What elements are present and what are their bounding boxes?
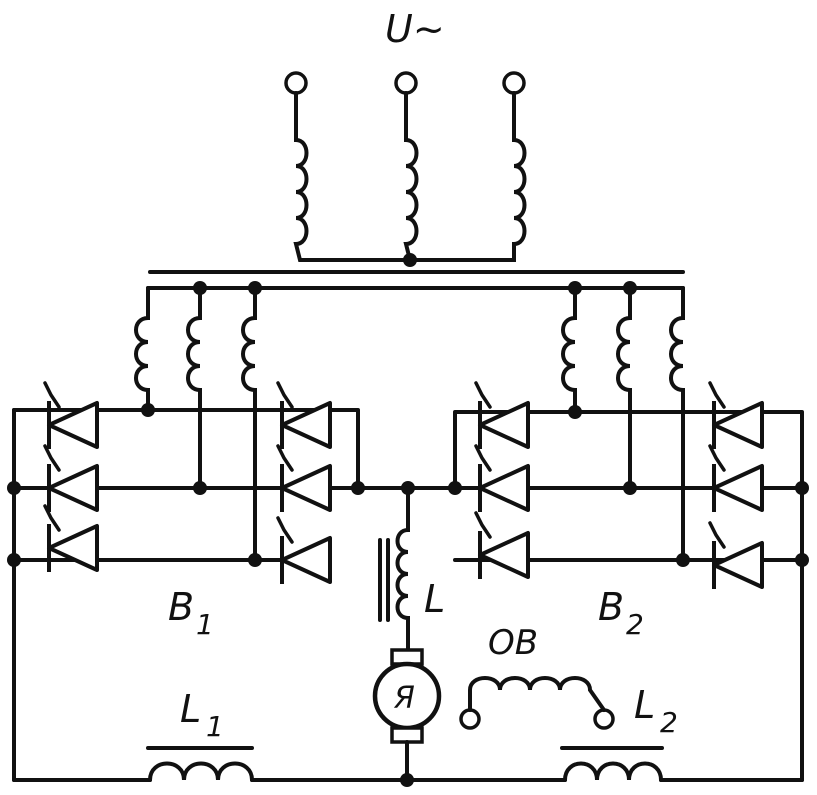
smoothing-inductor xyxy=(395,486,410,652)
motor-armature xyxy=(372,648,442,780)
bridge-b2 xyxy=(448,381,809,782)
smoothing-inductor-label: L xyxy=(424,577,445,621)
field-winding-label: OB xyxy=(488,623,538,663)
thyristor-b1-5 xyxy=(276,444,332,514)
secondary-windings-left xyxy=(134,286,257,412)
thyristor-b2-1 xyxy=(474,381,530,451)
thyristor-b2-4 xyxy=(708,381,764,451)
thyristor-b1-6 xyxy=(276,516,332,586)
terminal-c xyxy=(502,71,526,95)
bridge-b1-subscript: 1 xyxy=(196,608,214,641)
bridge-b2-subscript: 2 xyxy=(626,608,644,641)
thyristor-b1-2 xyxy=(43,444,99,514)
primary-windings xyxy=(284,71,527,267)
secondary-windings-right xyxy=(561,286,685,414)
field-winding xyxy=(459,676,615,730)
choke-l1 xyxy=(148,761,254,782)
choke-l2-label: L xyxy=(634,683,655,727)
thyristor-b2-3 xyxy=(474,511,530,581)
armature-label: Я xyxy=(393,681,415,716)
bridge-b1 xyxy=(7,381,457,782)
choke-l2 xyxy=(563,761,663,782)
choke-l1-subscript: 1 xyxy=(206,710,224,743)
supply-label: U~ xyxy=(385,7,445,51)
choke-l1-label: L xyxy=(180,687,201,731)
thyristor-b1-3 xyxy=(43,504,99,574)
star-point xyxy=(403,253,417,267)
thyristor-b2-5 xyxy=(708,444,764,514)
thyristor-b2-6 xyxy=(708,521,764,591)
choke-l2-subscript: 2 xyxy=(660,706,678,739)
bridge-b2-label: B xyxy=(598,585,624,629)
bridge-b1-label: B xyxy=(168,585,194,629)
thyristor-b1-1 xyxy=(43,381,99,451)
terminal-b xyxy=(394,71,418,95)
thyristor-b2-2 xyxy=(474,444,530,514)
terminal-a xyxy=(284,71,308,95)
thyristor-b1-4 xyxy=(276,381,332,451)
